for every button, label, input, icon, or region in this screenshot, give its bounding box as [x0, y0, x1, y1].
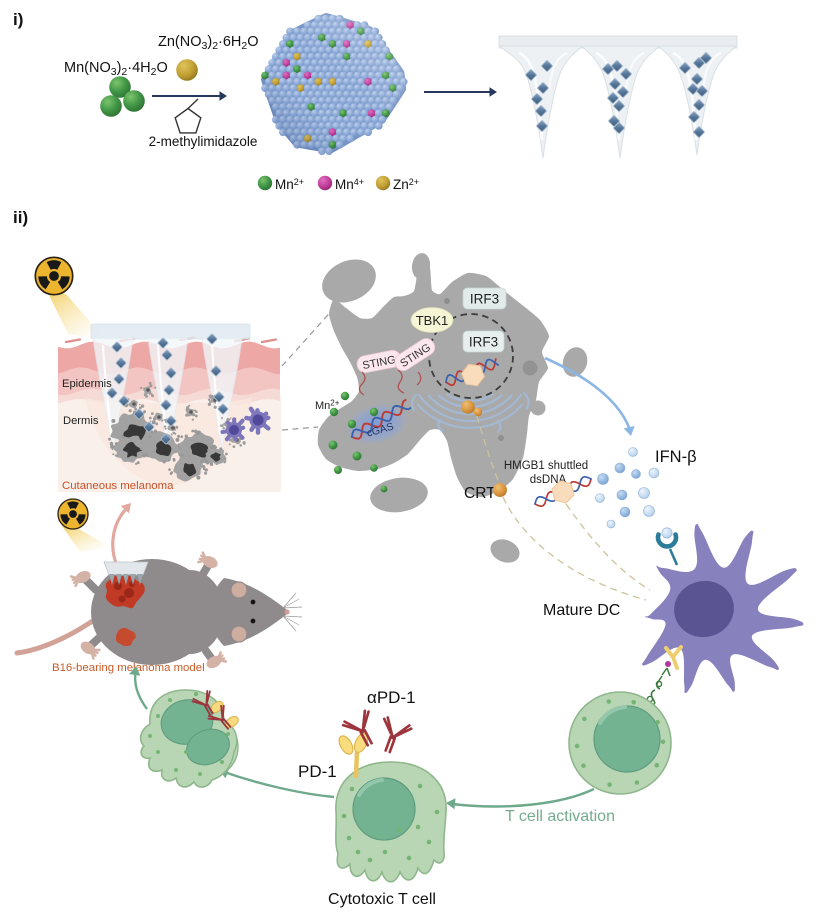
- svg-text:Zn2+: Zn2+: [393, 177, 419, 192]
- svg-text:HMGB1 shuttled: HMGB1 shuttled: [504, 460, 588, 472]
- svg-text:Mn(NO3​)2​·4H2​O: Mn(NO3​)2​·4H2​O: [64, 60, 168, 78]
- svg-text:αPD-1: αPD-1: [367, 688, 416, 707]
- svg-text:IFN-β: IFN-β: [655, 448, 697, 466]
- svg-text:Mn4+: Mn4+: [335, 177, 364, 192]
- svg-text:i): i): [13, 10, 23, 29]
- svg-text:Cytotoxic T cell: Cytotoxic T cell: [328, 891, 436, 908]
- svg-text:Mn2+: Mn2+: [275, 177, 304, 192]
- svg-text:CRT: CRT: [464, 485, 496, 502]
- svg-text:TBK1: TBK1: [416, 313, 449, 328]
- svg-text:Zn(NO3​)2​·6H2​O: Zn(NO3​)2​·6H2​O: [158, 34, 259, 52]
- svg-text:IRF3: IRF3: [470, 292, 499, 307]
- svg-text:IRF3: IRF3: [469, 335, 498, 350]
- svg-text:Dermis: Dermis: [63, 415, 99, 427]
- svg-text:B16-bearing melanoma model: B16-bearing melanoma model: [52, 662, 205, 674]
- svg-text:PD-1: PD-1: [298, 762, 337, 781]
- svg-text:Mature DC: Mature DC: [543, 602, 620, 619]
- svg-text:2-methylimidazole: 2-methylimidazole: [149, 134, 258, 149]
- svg-text:Epidermis: Epidermis: [62, 378, 112, 390]
- svg-text:ii): ii): [13, 208, 28, 227]
- svg-text:T cell activation: T cell activation: [505, 808, 615, 825]
- svg-text:Cutaneous melanoma: Cutaneous melanoma: [62, 480, 174, 492]
